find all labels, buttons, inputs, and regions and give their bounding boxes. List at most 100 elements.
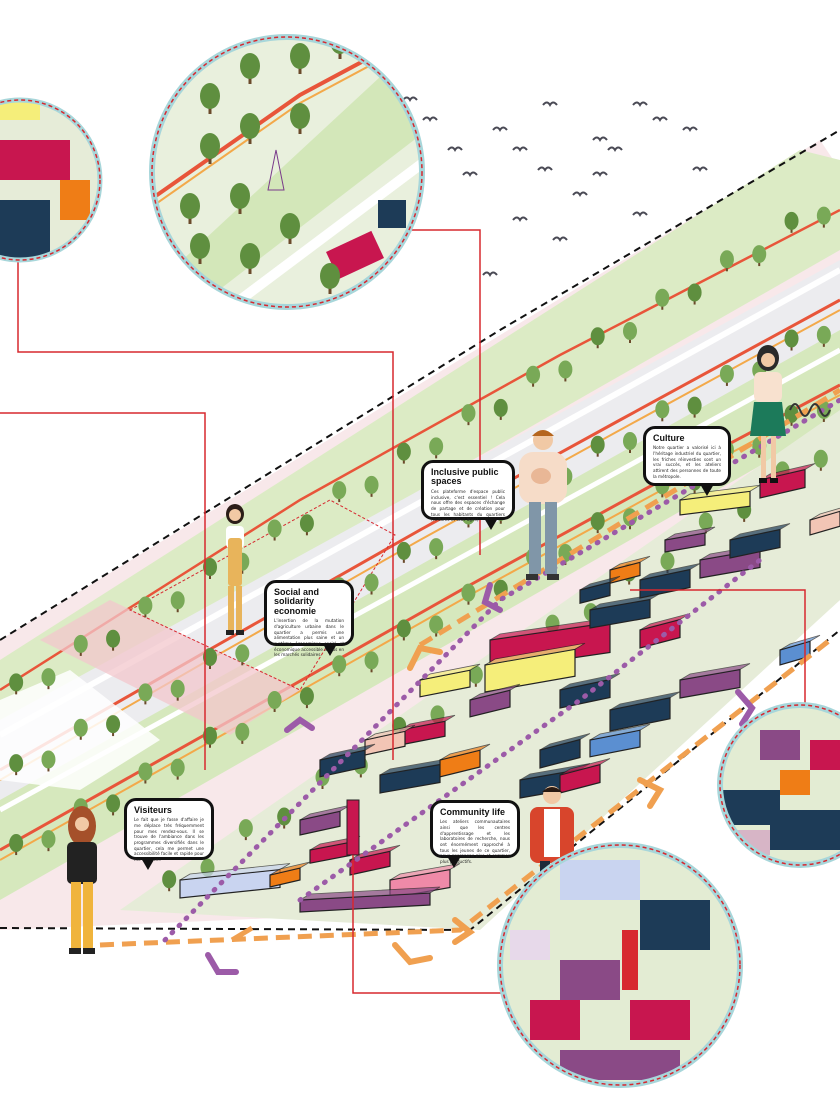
tree-icon [267,519,282,541]
bird-icon [592,171,608,177]
tree-icon [200,133,220,164]
tree-icon [590,327,605,349]
tree-icon [280,213,300,244]
bird-icon [552,236,568,242]
bird-icon [542,101,558,107]
bird-icon [682,126,698,132]
tree-icon [655,288,670,310]
magnifier-circle-icon [149,34,425,310]
tree-icon [526,365,541,387]
building [609,691,681,732]
tree-icon [719,364,734,386]
magnifier-circle-icon [717,702,840,868]
building [559,758,611,794]
bird-icon [512,146,528,152]
tree-icon [290,43,310,74]
tree-icon [238,819,253,841]
tree-icon [660,552,675,573]
callout-title: Community life [440,807,506,817]
building [589,723,651,758]
tree-icon [180,193,200,224]
tree-icon [468,665,483,687]
speech-bubble-icon [484,518,498,530]
building [579,575,621,604]
tree-icon [267,690,282,712]
callout-title: Social and solidarity economie [274,587,320,616]
bird-icon [572,191,588,197]
tree-icon [190,233,210,264]
tree-icon [429,538,444,560]
tree-icon [203,648,217,669]
building [679,663,751,699]
tree-icon [106,629,121,651]
tree-icon [396,541,411,563]
tree-icon [687,283,702,305]
tree-icon [752,245,767,267]
building [364,724,416,756]
callout-inclusive-public-spaces: Inclusive public spaces Ces plateforme d… [421,460,515,530]
building [539,733,591,769]
speech-bubble-icon [141,858,155,870]
person-man-hoodie [519,430,567,580]
bird-icon [537,166,553,172]
bird-icon [632,211,648,217]
building [269,861,311,888]
tree-icon [230,183,250,214]
tree-icon [138,762,153,784]
tree-icon [461,404,476,426]
tree-icon [240,243,260,274]
callout-title: Culture [653,433,685,443]
tree-icon [493,398,508,420]
tree-icon [41,830,56,852]
tree-icon [9,673,24,695]
tree-icon [170,758,185,780]
callout-visiteurs: Visiteurs Le fait que je fasse d'affaire… [124,798,214,870]
tree-icon [240,53,260,84]
tree-icon [235,722,250,744]
tree-icon [784,329,799,351]
callout-culture: Culture Notre quartier a valorisé ici à … [643,426,731,496]
tree-icon [332,481,347,503]
bird-icon [512,216,528,222]
building [469,683,521,718]
tree-icon [200,83,220,114]
magnifier-circle-icon [497,842,743,1088]
tree-icon [203,558,217,579]
birds-flock [402,96,708,277]
tree-icon [9,834,24,856]
tree-icon [320,263,340,294]
tree-icon [429,615,444,637]
callout-community-life: Community life Les ateliers communautair… [430,800,520,868]
spring-sculpture [789,403,831,417]
building [809,507,840,536]
tree-icon [299,687,314,709]
building [484,642,586,693]
tree-icon [558,360,573,382]
tree-icon [332,655,347,677]
bird-icon [692,166,708,172]
tree-icon [41,668,56,690]
person-woman-yellow-pants [67,806,97,954]
building [639,613,691,649]
tree-icon [290,103,310,134]
building [664,526,716,553]
callout-text: Ces plateforme d'espace public inclusive… [431,488,505,523]
tree-icon [655,400,670,422]
tree-icon [41,750,56,772]
bird-icon [607,146,623,152]
tree-icon [816,206,831,228]
tree-icon [138,683,153,705]
tree-icon [106,715,121,737]
callout-social-solidarity-economie: Social and solidarity economie L'inserti… [264,580,354,657]
bird-icon [652,116,668,122]
tree-icon [623,432,637,453]
tree-icon [396,619,411,641]
magnifier-circle-icon [0,97,103,263]
callout-text: Le fait que je fasse d'affaire je me dép… [134,817,204,863]
person-woman-green-skirt [750,345,786,483]
tree-icon [9,754,24,776]
tree-icon [687,396,702,418]
bird-icon [592,136,608,142]
tree-icon [73,634,88,656]
